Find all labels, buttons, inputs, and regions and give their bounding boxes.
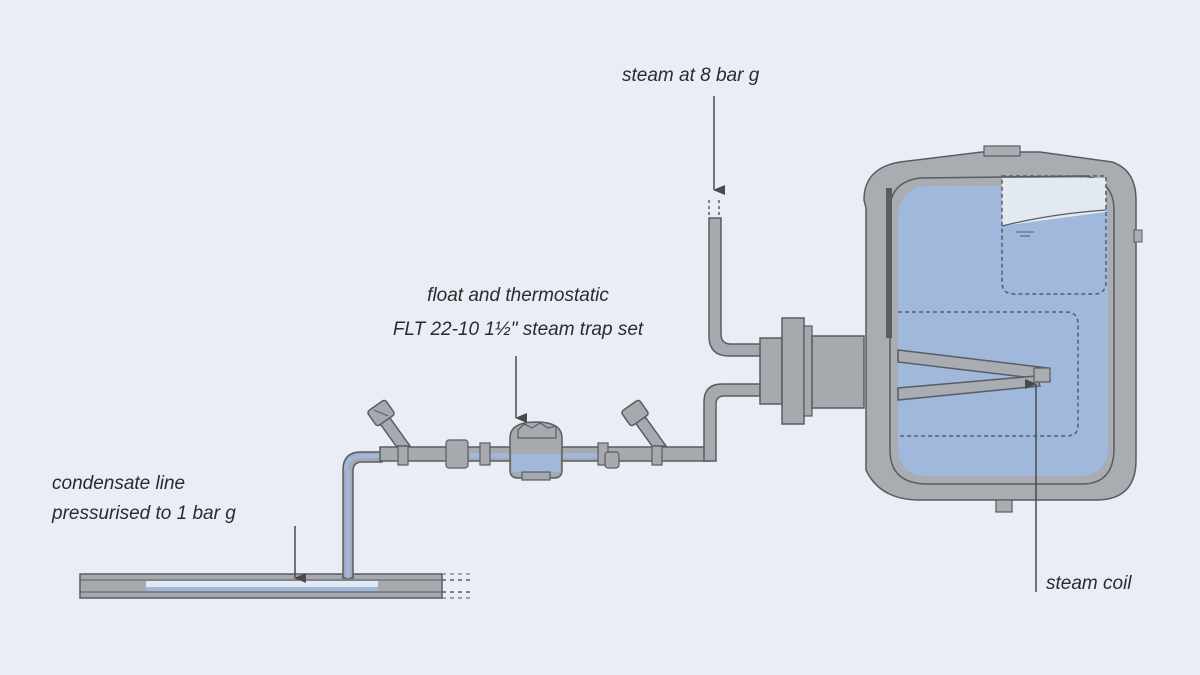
- label-steam-coil: steam coil: [1046, 573, 1132, 594]
- pointer-arrows: [294, 96, 1037, 592]
- trap-set-pipeline: [379, 383, 761, 469]
- riser-pipe: [342, 451, 383, 579]
- strainer-left: [367, 399, 412, 447]
- label-trap-line2: FLT 22-10 1½" steam trap set: [392, 319, 644, 340]
- label-steam-supply: steam at 8 bar g: [622, 65, 760, 86]
- float-thermostatic-trap: [509, 421, 563, 481]
- strainer-right: [604, 399, 668, 469]
- vessel-flange: [759, 317, 865, 425]
- label-condensate-line2: pressurised to 1 bar g: [52, 503, 236, 524]
- label-condensate-line1: condensate line: [52, 473, 186, 494]
- steam-supply-pipe: [708, 200, 763, 357]
- vessel: [863, 145, 1143, 513]
- condensate-main-pipe: [79, 573, 472, 599]
- label-trap-line1: float and thermostatic: [427, 285, 609, 306]
- steam-coil-element: [897, 349, 1051, 401]
